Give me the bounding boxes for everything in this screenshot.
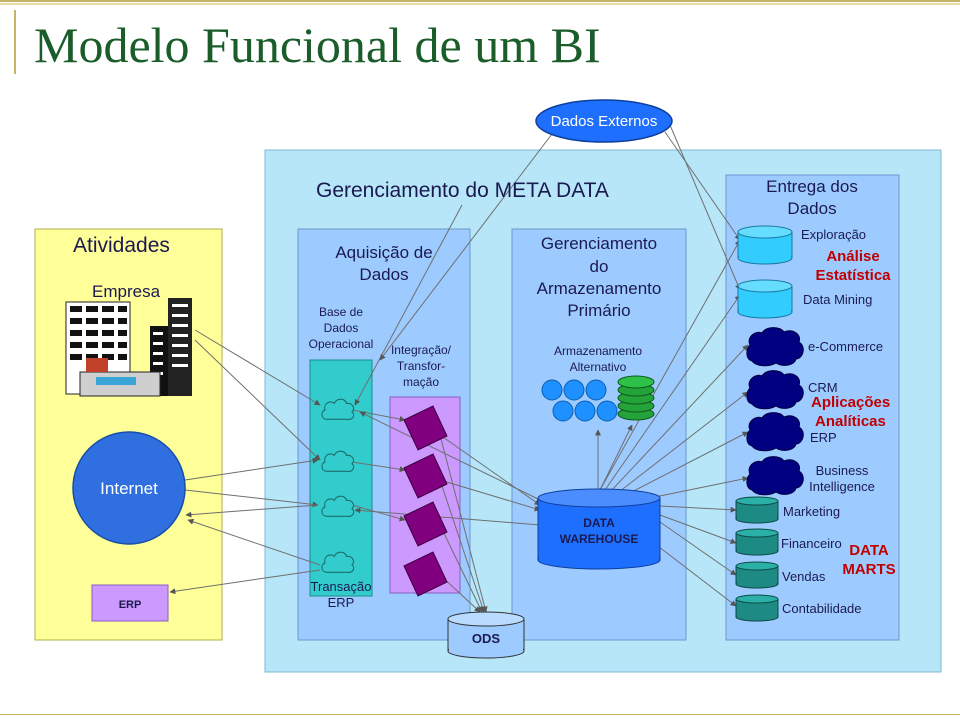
statistical-analysis-line2: Estatística	[815, 267, 891, 284]
company-buildings-icon	[65, 298, 192, 397]
integration-line1: Integração/	[391, 343, 452, 357]
diamond-icon	[403, 551, 448, 597]
data-mart-financeiro	[735, 528, 779, 556]
storage-title-line2: do	[590, 257, 609, 276]
internet-label: Internet	[100, 479, 158, 498]
disk-icon	[541, 379, 563, 401]
data-mining-label: Data Mining	[803, 292, 872, 307]
financeiro-label: Financeiro	[781, 536, 842, 551]
diamond-icon	[403, 405, 448, 451]
delivery-title-line2: Dados	[787, 199, 836, 218]
storage-title-line3: Armazenamento	[537, 279, 662, 298]
green-storage-stack	[617, 375, 655, 421]
left-decoration	[14, 10, 16, 74]
slide-title: Modelo Funcional de um BI	[34, 17, 601, 73]
operational-db-line2: Dados	[324, 321, 359, 335]
disk-icon	[552, 400, 574, 422]
storage-title-line1: Gerenciamento	[541, 234, 657, 253]
ods-label: ODS	[472, 631, 501, 646]
transaction-line1: Transação	[311, 579, 372, 594]
bi-line2: Intelligence	[809, 479, 875, 494]
dw-label-line1: DATA	[583, 516, 615, 530]
contabilidade-label: Contabilidade	[782, 601, 862, 616]
analytic-apps-line1: Aplicações	[811, 394, 890, 411]
internet-node: Internet	[72, 431, 186, 545]
operational-db-line3: Operacional	[309, 337, 374, 351]
data-warehouse-node: DATA WAREHOUSE	[537, 488, 661, 570]
marketing-label: Marketing	[783, 504, 840, 519]
disk-icon	[563, 379, 585, 401]
transformation-shapes	[403, 405, 448, 597]
exploration-label: Exploração	[801, 227, 866, 242]
diamond-icon	[403, 501, 448, 547]
connection-lines	[169, 124, 749, 613]
exploration-cylinder	[737, 225, 793, 265]
transaction-line2: ERP	[328, 595, 355, 610]
integration-line3: mação	[403, 375, 439, 389]
dw-label-line2: WAREHOUSE	[560, 532, 639, 546]
statistical-analysis-line1: Análise	[826, 248, 879, 265]
disk-icon	[574, 400, 596, 422]
alt-storage-line2: Alternativo	[570, 360, 627, 374]
storage-title-line4: Primário	[567, 301, 630, 320]
external-data-node: Dados Externos	[535, 99, 673, 143]
crm-label: CRM	[808, 380, 838, 395]
alt-storage-line1: Armazenamento	[554, 344, 642, 358]
alt-storage-disks	[541, 379, 618, 422]
disk-icon	[585, 379, 607, 401]
erp-node: ERP	[91, 584, 169, 622]
acquisition-title-line1: Aquisição de	[335, 243, 432, 262]
operational-db-line1: Base de	[319, 305, 363, 319]
delivery-title-line1: Entrega dos	[766, 177, 858, 196]
erp-label: ERP	[119, 599, 142, 611]
data-mart-vendas	[735, 561, 779, 589]
analytic-app-blob-icon	[746, 412, 804, 452]
meta-data-title: Gerenciamento do META DATA	[316, 179, 609, 202]
ods-node: ODS	[447, 611, 525, 659]
delivery-erp-label: ERP	[810, 430, 837, 445]
company-label: Empresa	[92, 282, 161, 301]
top-decoration	[0, 0, 960, 8]
data-marts-line2: MARTS	[842, 561, 895, 578]
activities-title: Atividades	[73, 234, 170, 257]
data-marts-line1: DATA	[849, 542, 889, 559]
diamond-icon	[403, 453, 448, 499]
bottom-rule	[0, 714, 960, 715]
analytic-app-blob-icon	[746, 327, 804, 367]
analytic-apps-line2: Analíticas	[815, 413, 886, 430]
data-mart-marketing	[735, 496, 779, 524]
analytic-app-blob-icon	[746, 370, 804, 410]
data-mining-cylinder	[737, 279, 793, 319]
integration-line2: Transfor-	[397, 359, 445, 373]
acquisition-title-line2: Dados	[359, 265, 408, 284]
bi-line1: Business	[816, 463, 869, 478]
external-data-label: Dados Externos	[551, 113, 658, 130]
data-mart-contabilidade	[735, 594, 779, 622]
analytic-app-blob-icon	[746, 456, 804, 496]
vendas-label: Vendas	[782, 569, 826, 584]
ecommerce-label: e-Commerce	[808, 339, 883, 354]
disk-icon	[596, 400, 618, 422]
